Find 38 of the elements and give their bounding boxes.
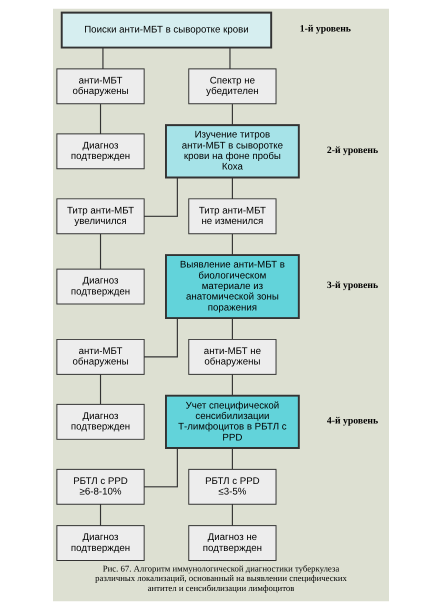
node-box: Выявление анти-МБТ в биологическом материале из анатомической зоны поражения <box>165 254 300 320</box>
connector <box>232 448 233 470</box>
node-box: РБТЛ с PPD ≥6-8-10% <box>56 468 145 505</box>
node-box: Изучение титров анти-МБТ в сыворотке крови на фоне пробы Коха <box>165 124 300 178</box>
connector <box>232 234 233 255</box>
label: 2-й уровень <box>326 144 378 156</box>
connector <box>144 178 178 217</box>
node-box: Учет специфической сенсибилизации Т-лимфоцитов в РБТЛ с PPD <box>165 394 300 449</box>
connector <box>229 48 231 69</box>
connector <box>100 504 102 526</box>
connector <box>232 104 233 126</box>
connector <box>100 234 102 270</box>
label: 4-й уровень <box>326 415 378 426</box>
connector <box>144 448 178 488</box>
node-box: Диагноз подтвержден <box>56 268 145 305</box>
node-box: Диагноз подтвержден <box>56 133 145 170</box>
node-box: РБТЛ с PPD ≤3-5% <box>188 468 277 505</box>
node-box: Титр анти-МБТ не изменился <box>188 198 277 234</box>
node-box: Диагноз подтвержден <box>56 404 145 440</box>
node-box: Диагноз подтвержден <box>56 525 145 561</box>
connector <box>100 374 102 404</box>
node-box: Поиски анти-МБТ в сыворотке крови <box>60 12 272 49</box>
caption: Рис. 67. Алгоритм иммунологической диагностики туберкулеза различных локализаций, основанный на выявлении специфических антител и сенсибилизации лимфоцитов <box>95 563 347 593</box>
connector <box>232 374 233 396</box>
connector <box>232 318 233 340</box>
node-box: анти-МБТ обнаружены <box>56 338 145 375</box>
node-box: Диагноз не подтвержден <box>188 525 277 561</box>
connector <box>232 178 233 199</box>
connector <box>144 318 178 358</box>
label: 1-й уровень <box>300 24 351 35</box>
label: 3-й уровень <box>326 280 378 292</box>
connector <box>102 48 104 69</box>
node-box: анти-МБТ не обнаружены <box>188 338 277 375</box>
node-box: Спектр не убедителен <box>188 68 277 104</box>
connector <box>232 504 233 526</box>
connector <box>100 104 102 134</box>
node-box: Титр анти-МБТ увеличился <box>56 198 145 234</box>
node-box: анти-МБТ обнаружены <box>56 68 145 104</box>
